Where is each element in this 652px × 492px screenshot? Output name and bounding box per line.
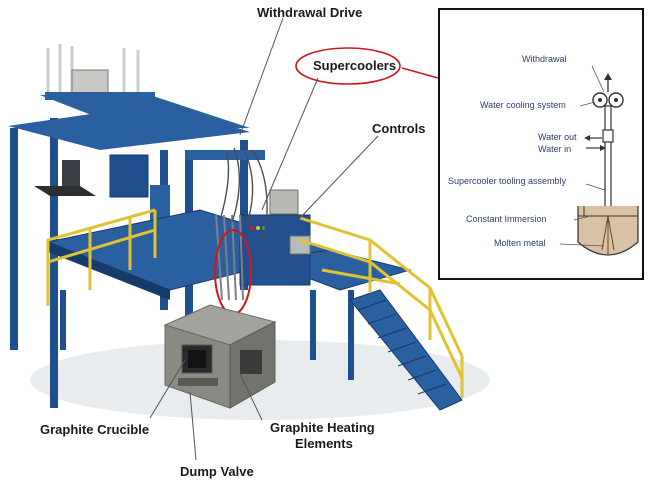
deck-edge [48,242,170,300]
roller-right [608,92,624,108]
label-graphite-heating-line2: Elements [295,436,353,451]
cooling-jacket [602,129,614,143]
label-controls: Controls [372,121,426,136]
label-graphite-crucible: Graphite Crucible [40,422,150,437]
supercoolers-callout-ellipse [295,47,401,85]
inset-label-withdrawal: Withdrawal [522,54,567,64]
tooling-rod [604,105,612,217]
label-graphite-heating-line1: Graphite Heating [270,420,375,435]
supercooler-tubes [215,214,244,301]
dendrites [601,215,615,254]
control-cabinet [239,189,311,286]
cables [219,147,268,241]
supercooler-inset-panel: Withdrawal Water cooling system Water ou… [438,8,644,280]
roller-left [592,92,608,108]
inset-label-molten-metal: Molten metal [494,238,546,248]
inset-label-tooling-assembly: Supercooler tooling assembly [448,176,567,186]
stairs [349,289,463,411]
hanging-unit [109,154,149,198]
tray [34,186,96,196]
deck-posts [60,290,354,380]
label-withdrawal-drive: Withdrawal Drive [257,5,363,20]
inset-label-constant-immersion: Constant Immersion [466,214,547,224]
inset-schematic [559,65,639,256]
label-dump-valve: Dump Valve [180,464,254,479]
inset-label-water-out: Water out [538,132,577,142]
frame-beams [8,92,265,160]
leader-lines [149,17,379,461]
yellow-railings [46,208,464,398]
inset-label-water-cooling-system: Water cooling system [480,100,566,110]
frame-block [150,185,170,220]
inset-leader-lines [559,65,606,247]
furnace [163,304,277,409]
label-supercoolers: Supercoolers [313,58,397,73]
inset-label-water-in: Water in [538,144,572,154]
